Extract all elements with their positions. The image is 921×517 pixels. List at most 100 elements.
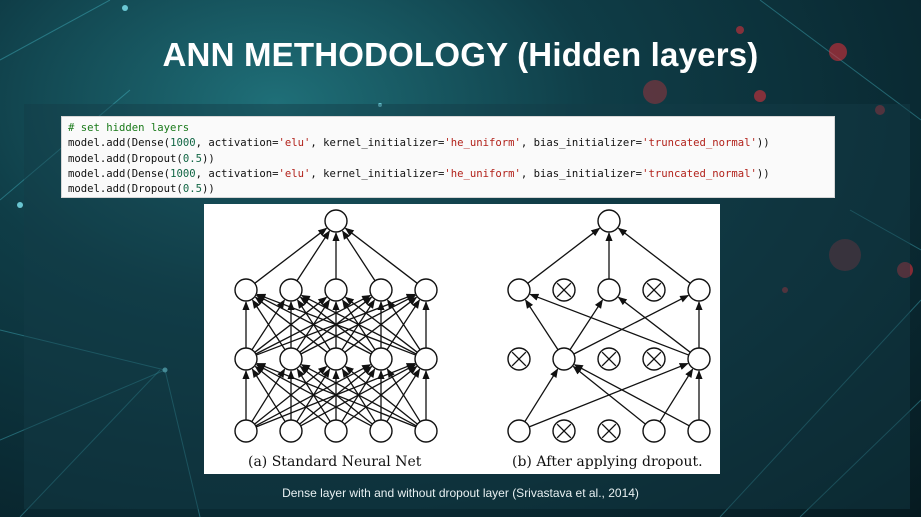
code-token: )) xyxy=(756,167,770,180)
network-edge xyxy=(300,294,417,355)
code-line-dropout-2: model.add(Dropout(0.5)) xyxy=(68,182,828,197)
code-token: model.add(Dropout( xyxy=(68,152,183,165)
neuron xyxy=(414,278,438,302)
code-token: 0.5 xyxy=(182,183,202,196)
code-token: model.add(Dense( xyxy=(68,137,171,150)
neuron xyxy=(324,278,348,302)
network-edge xyxy=(344,365,418,425)
code-token: model.add(Dense( xyxy=(68,167,171,180)
neuron xyxy=(279,419,303,443)
network-edge xyxy=(617,227,691,284)
dropped-neuron xyxy=(597,419,621,443)
network-edge xyxy=(344,227,418,284)
network-edge xyxy=(296,230,330,282)
network-edge xyxy=(529,293,689,356)
code-token: model.add(Dropout( xyxy=(68,183,183,196)
network-edge xyxy=(254,365,328,425)
code-comment: # set hidden layers xyxy=(68,122,190,134)
network-edge xyxy=(251,368,286,423)
neuron xyxy=(687,278,711,302)
code-line-dropout-1: model.add(Dropout(0.5)) xyxy=(68,152,828,167)
code-token: , bias_initializer= xyxy=(520,167,643,180)
network-edge xyxy=(255,294,372,355)
dropped-neuron xyxy=(507,347,531,371)
neuron xyxy=(414,347,438,371)
dropout-diagram: (a) Standard Neural Net (b) After applyi… xyxy=(204,204,720,474)
figure-label-standard: (a) Standard Neural Net xyxy=(248,454,422,470)
code-token: 1000 xyxy=(170,137,196,150)
network-edge xyxy=(254,227,328,284)
neuron xyxy=(369,419,393,443)
code-token: , bias_initializer= xyxy=(520,137,643,150)
network-drawing xyxy=(234,209,711,443)
dropped-neuron xyxy=(552,278,576,302)
neuron xyxy=(414,419,438,443)
dropped-neuron xyxy=(597,347,621,371)
code-token: )) xyxy=(756,137,770,150)
network-edge xyxy=(573,294,690,355)
neuron xyxy=(324,419,348,443)
network-edge xyxy=(256,362,417,428)
neuron xyxy=(279,278,303,302)
code-token: 'truncated_normal' xyxy=(642,167,757,180)
code-token: 'elu' xyxy=(278,167,311,180)
network-edge xyxy=(387,299,421,351)
network-edge xyxy=(617,296,691,353)
network-edge xyxy=(659,368,694,423)
code-token: 'elu' xyxy=(278,137,311,150)
network-edge xyxy=(573,364,690,427)
neuron xyxy=(234,347,258,371)
code-token: 'truncated_normal' xyxy=(642,137,757,150)
network-edge xyxy=(344,296,418,353)
network-edge xyxy=(527,227,601,284)
code-line-dense-1: model.add(Dense(1000, activation='elu', … xyxy=(68,136,828,151)
neuron xyxy=(507,419,531,443)
network-edge xyxy=(300,364,417,427)
network-edge xyxy=(386,368,421,423)
network-edges xyxy=(242,227,703,428)
dropped-neuron xyxy=(642,278,666,302)
neuron xyxy=(324,209,348,233)
neuron xyxy=(597,209,621,233)
network-edge xyxy=(569,299,603,351)
network-edge xyxy=(254,296,328,353)
network-edge xyxy=(525,299,559,351)
code-token: 1000 xyxy=(170,167,196,180)
neuron xyxy=(369,278,393,302)
code-token: 'he_uniform' xyxy=(444,137,521,150)
neuron xyxy=(642,419,666,443)
network-edge xyxy=(255,364,372,427)
neuron xyxy=(687,347,711,371)
dropped-neuron xyxy=(552,419,576,443)
neuron xyxy=(552,347,576,371)
network-edge xyxy=(342,230,376,282)
network-edge xyxy=(256,293,416,356)
network-edge xyxy=(252,299,286,351)
network-edge xyxy=(524,368,559,423)
neuron xyxy=(687,419,711,443)
slide-title: ANN METHODOLOGY (Hidden layers) xyxy=(162,36,759,73)
code-token: , kernel_initializer= xyxy=(310,137,445,150)
neuron xyxy=(234,278,258,302)
code-token: , activation= xyxy=(195,167,279,180)
network-edge xyxy=(572,365,646,425)
neuron xyxy=(234,419,258,443)
neuron xyxy=(279,347,303,371)
slide-caption: Dense layer with and without dropout lay… xyxy=(282,486,639,500)
code-token: 'he_uniform' xyxy=(444,167,521,180)
dropped-neuron xyxy=(642,347,666,371)
neuron xyxy=(507,278,531,302)
code-token: )) xyxy=(201,183,215,196)
network-nodes xyxy=(234,209,711,443)
code-token: )) xyxy=(201,152,215,165)
neuron xyxy=(324,347,348,371)
figure-label-dropout: (b) After applying dropout. xyxy=(512,454,703,470)
code-line-dense-2: model.add(Dense(1000, activation='elu', … xyxy=(68,167,828,182)
code-token: , kernel_initializer= xyxy=(310,167,445,180)
neuron xyxy=(369,347,393,371)
code-token: 0.5 xyxy=(182,152,202,165)
neuron xyxy=(597,278,621,302)
code-token: , activation= xyxy=(195,137,279,150)
